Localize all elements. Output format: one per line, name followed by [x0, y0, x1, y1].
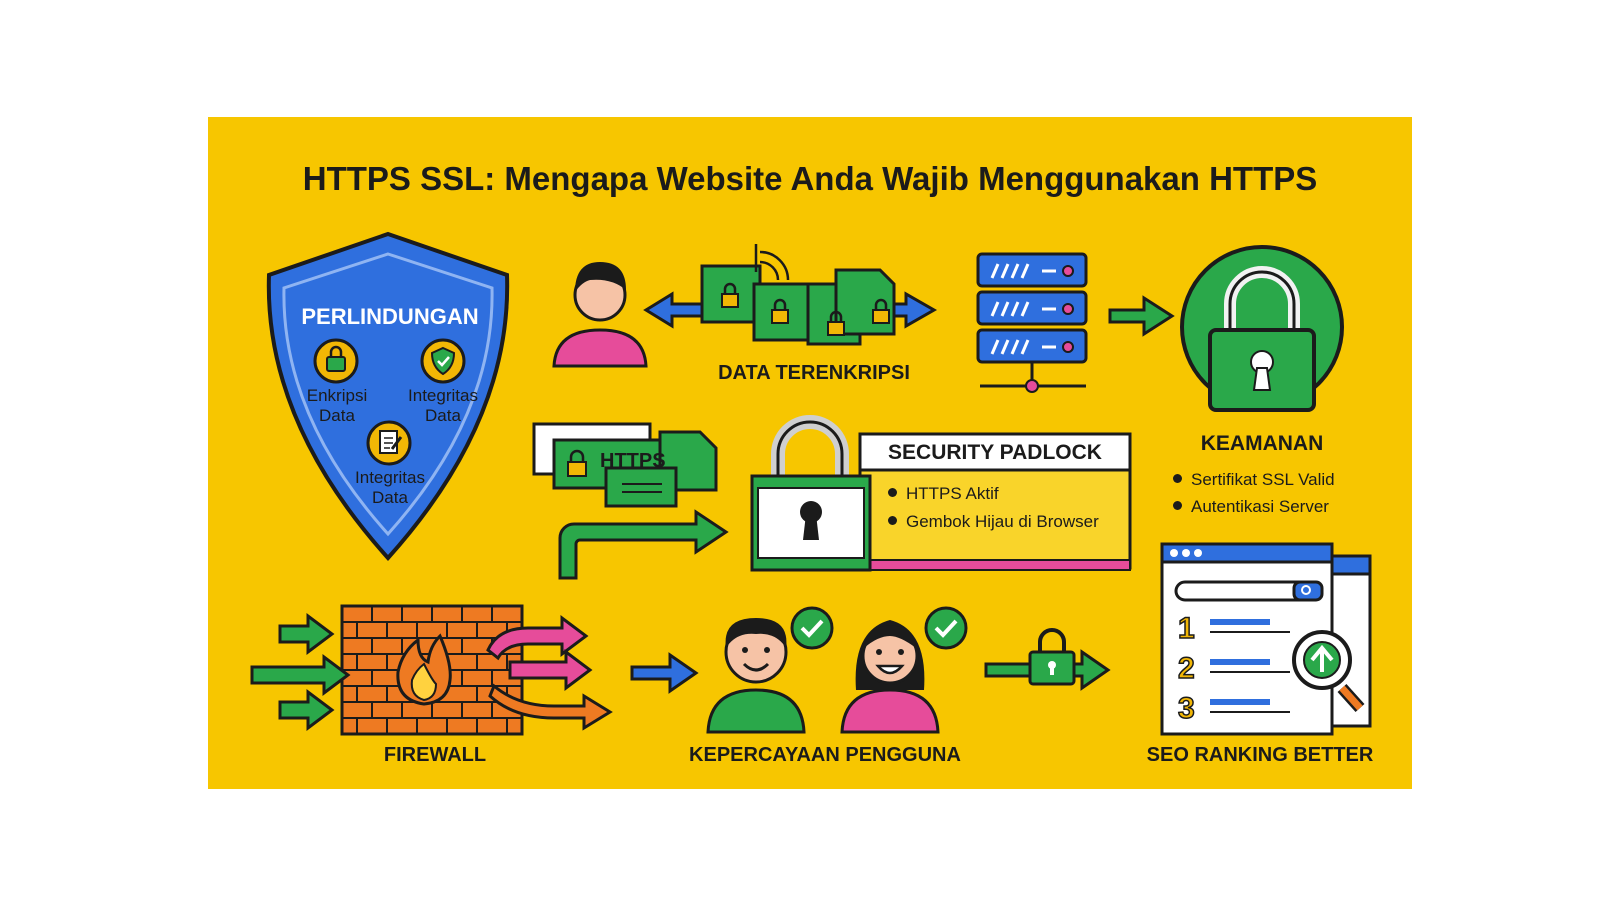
arrow-right-icon — [1108, 295, 1175, 337]
lock-arrow-icon — [984, 628, 1111, 691]
shield-check-icon — [420, 338, 466, 384]
security-bullet: Autentikasi Server — [1173, 497, 1329, 517]
server-icon — [976, 252, 1088, 393]
shield-heading: PERLINDUNGAN — [301, 304, 479, 329]
security-padlock-title: SECURITY PADLOCK — [888, 441, 1102, 464]
happy-woman-icon — [840, 620, 940, 734]
happy-man-icon — [706, 618, 806, 734]
padlock-bullet: Gembok Hijau di Browser — [888, 512, 1099, 532]
big-padlock-icon — [1180, 245, 1344, 412]
seo-label: SEO RANKING BETTER — [1146, 744, 1374, 766]
padlock-icon — [313, 338, 359, 384]
https-doc-text: HTTPS — [600, 450, 666, 472]
incoming-arrows-icon — [250, 613, 351, 731]
check-badge-icon — [924, 606, 968, 650]
rank-2: 2 — [1177, 651, 1195, 686]
deflected-arrow-icon — [488, 683, 613, 731]
rank-3: 3 — [1177, 691, 1195, 726]
shield-icon — [266, 231, 510, 561]
shield-item-line1: Integritas — [355, 468, 425, 487]
rank-1: 1 — [1177, 611, 1195, 646]
firewall-label: FIREWALL — [383, 744, 487, 766]
shield-item-integrity-2: Integritas Data — [340, 468, 440, 508]
bent-arrow-icon — [558, 509, 729, 580]
security-bullet: Sertifikat SSL Valid — [1173, 470, 1335, 490]
arrow-right-icon — [630, 652, 699, 694]
document-edit-icon — [366, 420, 412, 466]
shield-item-line1: Integritas — [408, 386, 478, 405]
magnifier-upload-icon — [1292, 630, 1365, 713]
blocked-arrows-icon — [486, 615, 593, 691]
encrypted-documents-icon — [700, 244, 896, 346]
shield-item-encryption: Enkripsi Data — [292, 386, 382, 426]
shield-item-line2: Data — [319, 406, 355, 425]
encrypted-data-label: DATA TERENKRIPSI — [718, 362, 910, 384]
firewall-icon — [340, 604, 524, 736]
shield-item-line2: Data — [372, 488, 408, 507]
user-avatar-icon — [552, 262, 648, 368]
check-badge-icon — [790, 606, 834, 650]
shield-item-line2: Data — [425, 406, 461, 425]
trust-label: KEPERCAYAAN PENGGUNA — [689, 744, 961, 766]
https-documents-icon — [532, 422, 718, 508]
padlock-bullet: HTTPS Aktif — [888, 484, 999, 504]
shield-item-integrity: Integritas Data — [398, 386, 488, 426]
page-title: HTTPS SSL: Mengapa Website Anda Wajib Me… — [302, 160, 1318, 197]
security-label: KEAMANAN — [1200, 432, 1324, 455]
shield-item-line1: Enkripsi — [306, 386, 368, 405]
